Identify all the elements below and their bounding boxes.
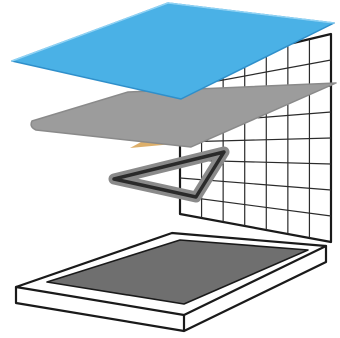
base-tray [16,233,326,331]
